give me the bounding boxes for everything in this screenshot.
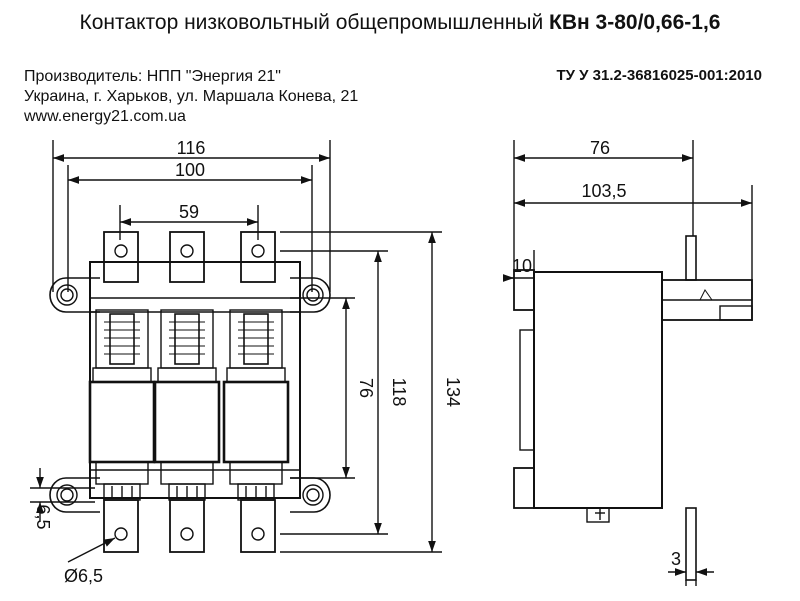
dim-height-118: 118: [389, 378, 409, 407]
manufacturer-info: Производитель: НПП "Энергия 21" Украина,…: [24, 67, 358, 127]
dim-side-width: 76: [590, 138, 610, 158]
manufacturer-name: Производитель: НПП "Энергия 21": [24, 68, 281, 85]
dim-height-134: 134: [443, 377, 463, 407]
side-view: [502, 140, 753, 586]
dim-height-76: 76: [356, 378, 376, 398]
title-model: КВн 3-80/0,66-1,6: [549, 11, 721, 34]
dim-pole-pitch: 59: [179, 202, 199, 222]
document-title: Контактор низковольтный общепромышленный…: [0, 11, 800, 35]
dim-width-mount: 100: [175, 160, 205, 180]
front-view: [30, 140, 442, 563]
standard-code: ТУ У 31.2-36816025-001:2010: [556, 67, 762, 84]
title-prefix: Контактор низковольтный общепромышленный: [79, 11, 544, 34]
manufacturer-website: www.energy21.com.ua: [24, 108, 186, 125]
dim-terminal-offset: 6,5: [33, 504, 53, 529]
manufacturer-address: Украина, г. Харьков, ул. Маршала Конева,…: [24, 88, 359, 105]
dim-side-flange: 10: [512, 256, 532, 276]
dim-width-overall: 116: [177, 138, 206, 158]
dim-hole-diameter: Ø6,5: [64, 566, 103, 586]
dim-side-depth: 103,5: [581, 181, 626, 201]
dim-terminal-thickness: 3: [671, 549, 681, 569]
